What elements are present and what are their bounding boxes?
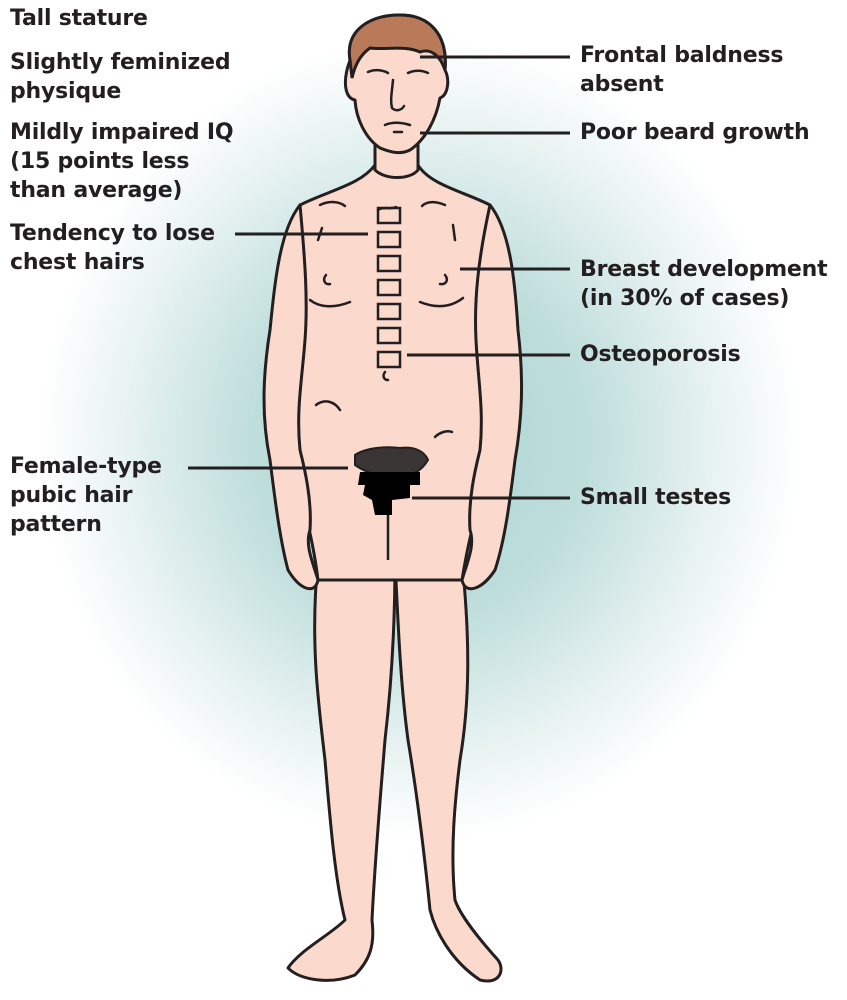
label-tall-stature: Tall stature — [10, 6, 148, 31]
right-leg — [393, 558, 503, 983]
label-impaired-iq: Mildly impaired IQ (15 points less than … — [10, 120, 234, 203]
label-osteoporosis: Osteoporosis — [580, 342, 741, 367]
label-beard-growth: Poor beard growth — [580, 120, 810, 145]
right-arm — [460, 203, 524, 591]
left-leg — [286, 558, 397, 982]
label-pubic-hair: Female-type pubic hair pattern — [10, 454, 162, 537]
left-arm — [262, 203, 320, 591]
label-feminized-physique: Slightly feminized physique — [10, 50, 231, 104]
sternum-boxes — [376, 206, 402, 369]
label-chest-hair: Tendency to lose chest hairs — [10, 221, 215, 275]
label-breast-development: Breast development (in 30% of cases) — [580, 257, 828, 311]
label-small-testes: Small testes — [580, 485, 732, 510]
label-frontal-baldness: Frontal baldness absent — [580, 43, 784, 97]
censored-region — [358, 472, 420, 515]
